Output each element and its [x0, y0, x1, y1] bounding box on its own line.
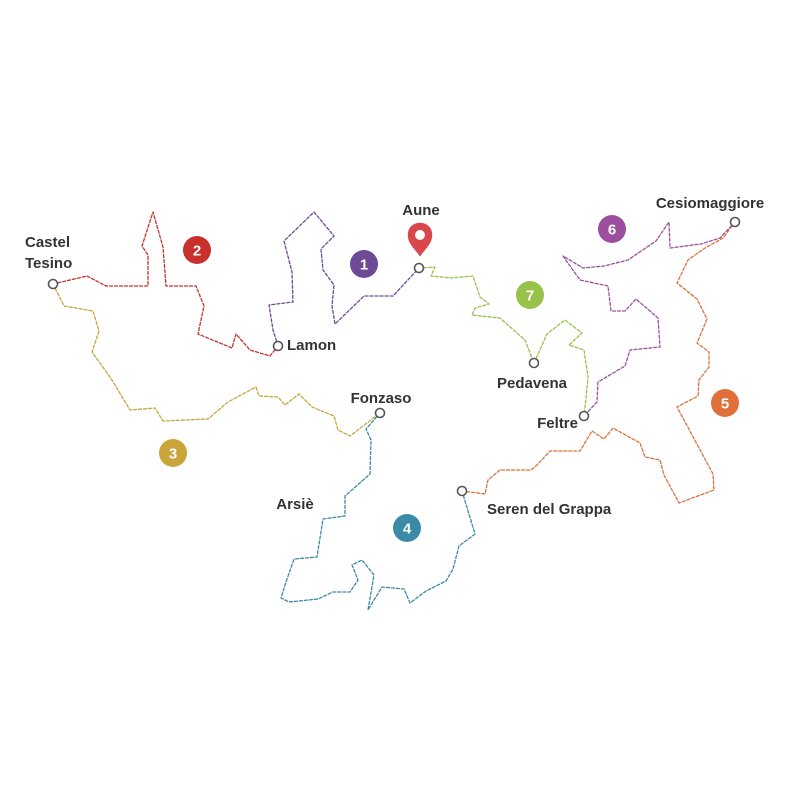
route-badge-5[interactable]: 5	[711, 389, 739, 417]
stop-castel-tesino	[47, 278, 59, 290]
route-badge-1-circle	[350, 250, 378, 278]
town-label-feltre: Feltre	[537, 415, 578, 432]
stop-feltre	[578, 410, 590, 422]
town-label-aune: Aune	[402, 202, 440, 219]
route-badge-3-circle	[159, 439, 187, 467]
town-label-arsie: Arsiè	[276, 496, 314, 513]
route-badge-3-label: 3	[169, 446, 177, 463]
route-4-path	[280, 412, 476, 611]
route-badge-2-circle	[183, 236, 211, 264]
town-label-fonzaso: Fonzaso	[351, 390, 412, 407]
stop-fonzaso	[374, 407, 386, 419]
town-label-seren-del-grappa: Seren del Grappa	[487, 501, 612, 518]
stop-seren-del-grappa	[456, 485, 468, 497]
map-pin-icon	[406, 221, 434, 260]
route-badge-6-label: 6	[608, 222, 616, 239]
stop-cesiomaggiore	[729, 216, 741, 228]
stop-pedavena	[528, 357, 540, 369]
route-5-path	[461, 221, 736, 504]
route-2-path	[52, 211, 279, 357]
route-3-path	[52, 283, 381, 437]
town-label-lamon: Lamon	[287, 337, 336, 354]
stop-lamon	[272, 340, 284, 352]
route-badge-3[interactable]: 3	[159, 439, 187, 467]
map-pin-dot	[415, 230, 425, 240]
route-badge-7-circle	[516, 281, 544, 309]
route-badge-4-circle	[393, 514, 421, 542]
route-badge-1[interactable]: 1	[350, 250, 378, 278]
town-label-cesiomaggiore: Cesiomaggiore	[656, 195, 764, 212]
route-badge-6-circle	[598, 215, 626, 243]
route-badge-7-label: 7	[526, 288, 534, 305]
route-1-path	[268, 211, 420, 347]
town-label-castel-tesino-line1: Castel	[25, 234, 70, 251]
route-badge-4[interactable]: 4	[393, 514, 421, 542]
route-badge-7[interactable]: 7	[516, 281, 544, 309]
route-badge-4-label: 4	[403, 521, 412, 538]
route-badge-5-circle	[711, 389, 739, 417]
route-badge-6[interactable]: 6	[598, 215, 626, 243]
route-badge-2[interactable]: 2	[183, 236, 211, 264]
route-badge-5-label: 5	[721, 396, 729, 413]
route-7-path	[418, 266, 589, 417]
route-badge-1-label: 1	[360, 257, 368, 274]
route-badge-2-label: 2	[193, 243, 201, 260]
town-label-pedavena: Pedavena	[497, 375, 568, 392]
stop-aune	[413, 262, 425, 274]
route-6-path	[562, 221, 736, 417]
town-label-castel-tesino-line2: Tesino	[25, 255, 72, 272]
